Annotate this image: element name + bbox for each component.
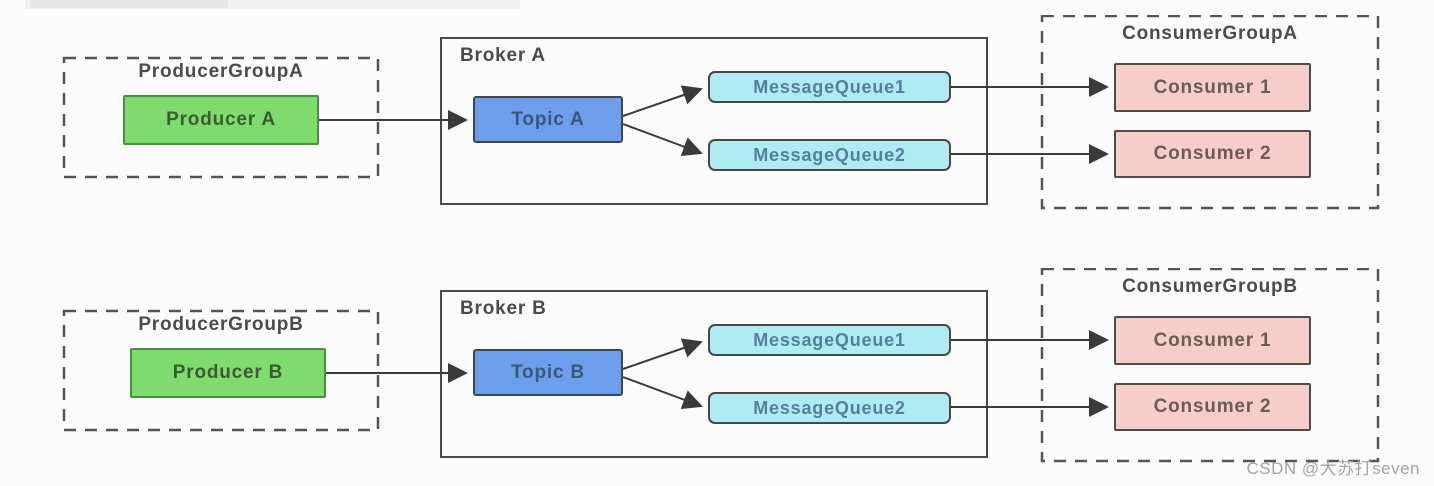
topic-node: Topic A [473,96,623,143]
producer-group-label: ProducerGroupA [138,61,304,82]
consumer-group-border [1040,15,1380,210]
topic-node: Topic B [473,349,623,396]
producer-node: Producer A [123,95,319,145]
screen-edge-artifact [30,0,228,8]
screen-edge-artifact [25,0,520,9]
message-queue-node: MessageQueue2 [708,392,951,424]
broker-label: Broker A [460,45,546,66]
consumer-group-label: ConsumerGroupB [1122,276,1298,297]
connector-layer-a [62,15,1380,210]
producer-group-border [62,56,380,179]
flow-row-b: ProducerGroupB Producer B Broker B Topic… [0,268,1434,468]
broker-label: Broker B [460,298,547,319]
flow-row-a: ProducerGroupA Producer A Broker A Topic… [0,15,1434,215]
consumer-group-border [1040,268,1380,463]
watermark-text: CSDN @大苏打seven [1246,459,1420,478]
arrow-topic-to-queue2 [622,123,703,157]
producer-group-border [62,309,380,432]
message-queue-node: MessageQueue1 [708,324,951,356]
arrow-topic-to-queue1 [622,338,703,370]
consumer-group-label: ConsumerGroupA [1122,23,1298,44]
broker-border [440,290,988,458]
message-queue-node: MessageQueue2 [708,139,951,171]
connector-layer-b [62,268,1380,463]
message-queue-node: MessageQueue1 [708,71,951,103]
consumer-node: Consumer 2 [1114,130,1311,178]
consumer-node: Consumer 1 [1114,63,1311,112]
producer-node: Producer B [130,348,326,398]
arrow-topic-to-queue1 [622,85,703,117]
producer-group-label: ProducerGroupB [138,314,304,335]
consumer-node: Consumer 1 [1114,316,1311,365]
consumer-node: Consumer 2 [1114,383,1311,431]
arrow-topic-to-queue2 [622,376,703,410]
